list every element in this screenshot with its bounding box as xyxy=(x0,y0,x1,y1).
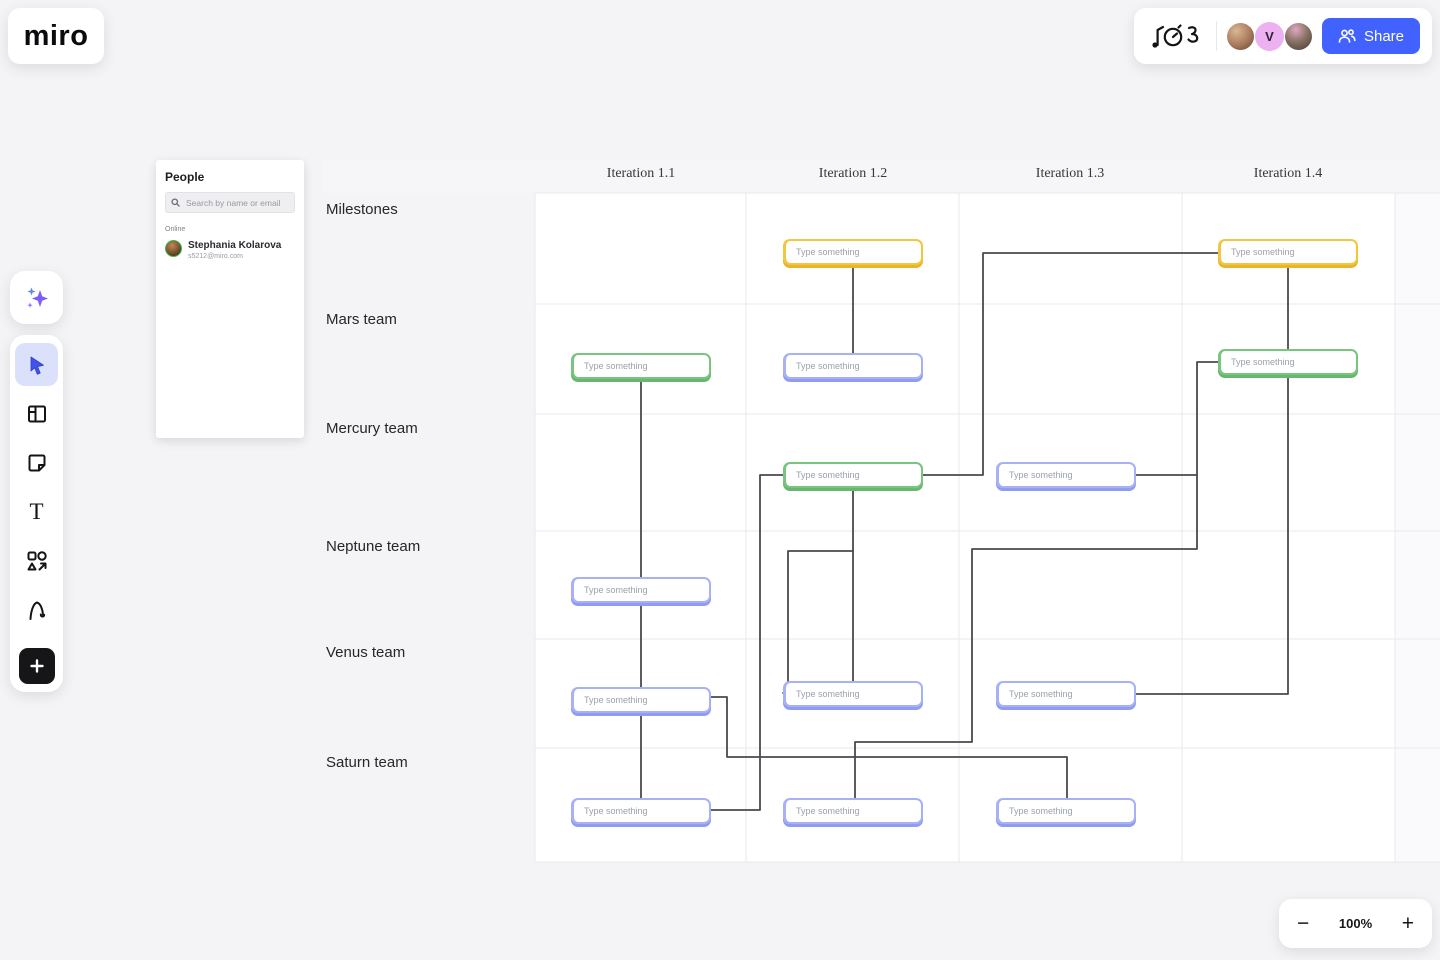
board-card[interactable]: Type something xyxy=(996,462,1136,488)
board-card[interactable]: Type something xyxy=(571,798,711,824)
row-label: Mars team xyxy=(326,311,397,328)
facilitation-tools-icon[interactable] xyxy=(1148,16,1206,56)
board-card[interactable]: Type something xyxy=(1218,239,1358,265)
avatar[interactable] xyxy=(1226,22,1254,50)
card-placeholder-text: Type something xyxy=(796,689,860,699)
card-placeholder-text: Type something xyxy=(796,247,860,257)
share-button-label: Share xyxy=(1363,27,1404,45)
zoom-out-button[interactable]: − xyxy=(1297,912,1310,935)
row-label: Saturn team xyxy=(326,754,408,771)
card-placeholder-text: Type something xyxy=(796,470,860,480)
grid-body-background xyxy=(535,193,1395,862)
row-label: Venus team xyxy=(326,644,406,661)
column-header: Iteration 1.1 xyxy=(606,166,676,181)
collaborator-avatars: V xyxy=(1226,21,1312,51)
zoom-in-button[interactable]: + xyxy=(1401,912,1414,935)
card-placeholder-text: Type something xyxy=(584,806,648,816)
add-more-tools-button[interactable] xyxy=(18,648,55,684)
avatar[interactable]: V xyxy=(1254,21,1284,51)
card-placeholder-text: Type something xyxy=(584,361,648,371)
search-icon xyxy=(171,198,180,207)
row-label: Mercury team xyxy=(326,420,418,437)
online-user-row[interactable]: Stephania Kolarova s5212@miro.com xyxy=(165,240,295,260)
board-card[interactable]: Type something xyxy=(783,353,923,379)
user-name: Stephania Kolarova xyxy=(188,240,282,251)
board-card[interactable]: Type something xyxy=(571,577,711,603)
card-placeholder-text: Type something xyxy=(1009,689,1073,699)
people-panel-title: People xyxy=(165,170,205,184)
board-card[interactable]: Type something xyxy=(1218,349,1358,375)
templates-tool[interactable] xyxy=(15,392,58,435)
online-section-label: Online xyxy=(165,226,186,233)
column-header: Iteration 1.4 xyxy=(1253,166,1323,181)
board-card[interactable]: Type something xyxy=(783,798,923,824)
card-placeholder-text: Type something xyxy=(1231,357,1295,367)
board-card[interactable]: Type something xyxy=(996,798,1136,824)
row-label: Neptune team xyxy=(326,538,421,555)
topbar-right-panel: V Share xyxy=(1133,8,1432,64)
card-placeholder-text: Type something xyxy=(796,361,860,371)
ai-assist-button[interactable] xyxy=(10,271,63,324)
miro-logo-card[interactable]: miro xyxy=(8,8,104,64)
board-card[interactable]: Type something xyxy=(783,681,923,707)
share-people-icon xyxy=(1338,28,1356,44)
pen-tool[interactable] xyxy=(15,588,58,631)
user-avatar xyxy=(165,240,182,257)
grid-header-band xyxy=(322,160,1440,193)
board-card[interactable]: Type something xyxy=(783,239,923,265)
column-header: Iteration 1.3 xyxy=(1035,166,1105,181)
card-placeholder-text: Type something xyxy=(1231,247,1295,257)
avatar[interactable] xyxy=(1284,22,1312,50)
topbar-divider xyxy=(1215,21,1217,51)
board-card[interactable]: Type something xyxy=(571,687,711,713)
row-label: Milestones xyxy=(326,201,398,218)
share-button[interactable]: Share xyxy=(1321,18,1420,54)
shapes-tool[interactable] xyxy=(15,539,58,582)
card-placeholder-text: Type something xyxy=(584,585,648,595)
main-toolbar: T xyxy=(10,335,63,692)
zoom-level: 100% xyxy=(1338,916,1373,931)
people-search-input[interactable] xyxy=(184,196,289,209)
user-email: s5212@miro.com xyxy=(188,252,243,260)
board-card[interactable]: Type something xyxy=(571,353,711,379)
zoom-control: − 100% + xyxy=(1279,899,1432,948)
people-panel: People Online Stephania Kolarova s5212@m… xyxy=(156,160,304,438)
board-card[interactable]: Type something xyxy=(783,462,923,488)
select-tool[interactable] xyxy=(15,343,58,386)
card-placeholder-text: Type something xyxy=(1009,806,1073,816)
miro-logo: miro xyxy=(23,19,89,52)
column-header: Iteration 1.2 xyxy=(818,166,888,181)
grid-overflow-column xyxy=(1395,193,1440,862)
card-placeholder-text: Type something xyxy=(796,806,860,816)
sparkles-icon xyxy=(23,284,51,312)
card-placeholder-text: Type something xyxy=(1009,470,1073,480)
text-tool[interactable]: T xyxy=(29,499,44,524)
sticky-note-tool[interactable] xyxy=(15,441,58,484)
people-search-box[interactable] xyxy=(165,192,295,213)
board-card[interactable]: Type something xyxy=(996,681,1136,707)
card-placeholder-text: Type something xyxy=(584,695,648,705)
